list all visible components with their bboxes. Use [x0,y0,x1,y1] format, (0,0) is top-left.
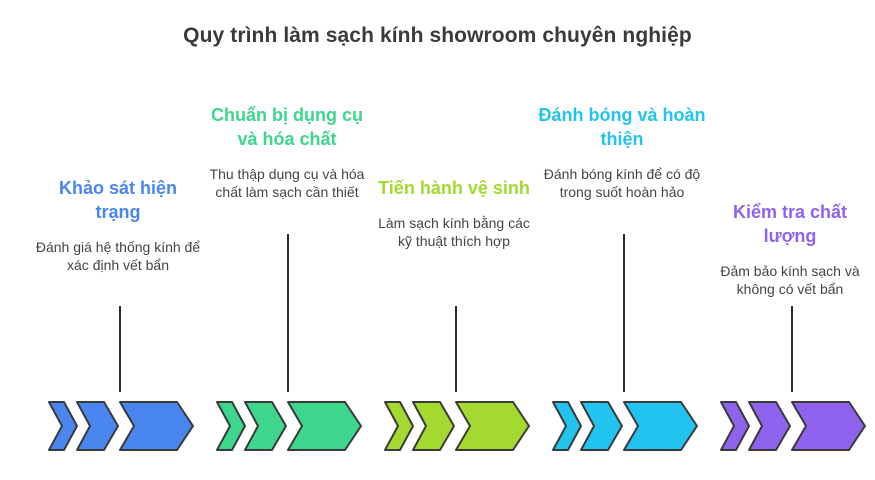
step-3-description: Làm sạch kính bằng các kỹ thuật thích hợ… [378,215,530,249]
step-2: Chuẩn bị dụng cụ và hóa chất Thu thập dụ… [203,103,371,201]
step-2-chevron-small [216,401,246,451]
step-4-chevron-small [552,401,582,451]
step-3-chevron-large [455,401,530,451]
step-5-chevron-small [720,401,750,451]
step-2-chevron-medium [244,401,287,451]
step-3-chevron-small [384,401,414,451]
step-1: Khảo sát hiện trạng Đánh giá hệ thống kí… [34,176,202,274]
step-1-description: Đánh giá hệ thống kính để xác định vết b… [35,239,201,273]
step-3: Tiến hành vệ sinh Làm sạch kính bằng các… [370,176,538,250]
diagram-title: Quy trình làm sạch kính showroom chuyên … [183,24,692,47]
step-4-title: Đánh bóng và hoàn thiện [538,105,706,149]
step-1-connector [119,306,121,392]
step-1-chevron-large [119,401,194,451]
step-5-chevrons [720,401,866,451]
step-5-chevron-medium [748,401,791,451]
step-3-connector [455,306,457,392]
step-3-chevrons [384,401,530,451]
step-3-title: Tiến hành vệ sinh [378,178,530,198]
step-4-chevrons [552,401,698,451]
step-4-chevron-large [623,401,698,451]
step-1-chevrons [48,401,194,451]
step-5-description: Đảm bảo kính sạch và không có vết bẩn [720,263,860,297]
step-4-chevron-medium [580,401,623,451]
step-1-chevron-medium [76,401,119,451]
step-4-description: Đánh bóng kính để có độ trong suốt hoàn … [543,166,701,200]
step-5-connector [791,306,793,392]
step-4: Đánh bóng và hoàn thiện Đánh bóng kính đ… [538,103,706,201]
step-3-chevron-medium [412,401,455,451]
step-2-chevron-large [287,401,362,451]
step-2-connector [287,234,289,392]
step-1-chevron-small [48,401,78,451]
step-5-chevron-large [791,401,866,451]
step-2-chevrons [216,401,362,451]
step-1-title: Khảo sát hiện trạng [58,178,178,222]
step-2-title: Chuẩn bị dụng cụ và hóa chất [211,105,363,149]
step-5: Kiểm tra chất lượng Đảm bảo kính sạch và… [706,200,874,298]
step-4-connector [623,234,625,392]
step-5-title: Kiểm tra chất lượng [732,202,848,246]
step-2-description: Thu thập dụng cụ và hóa chất làm sạch cầ… [209,166,365,200]
